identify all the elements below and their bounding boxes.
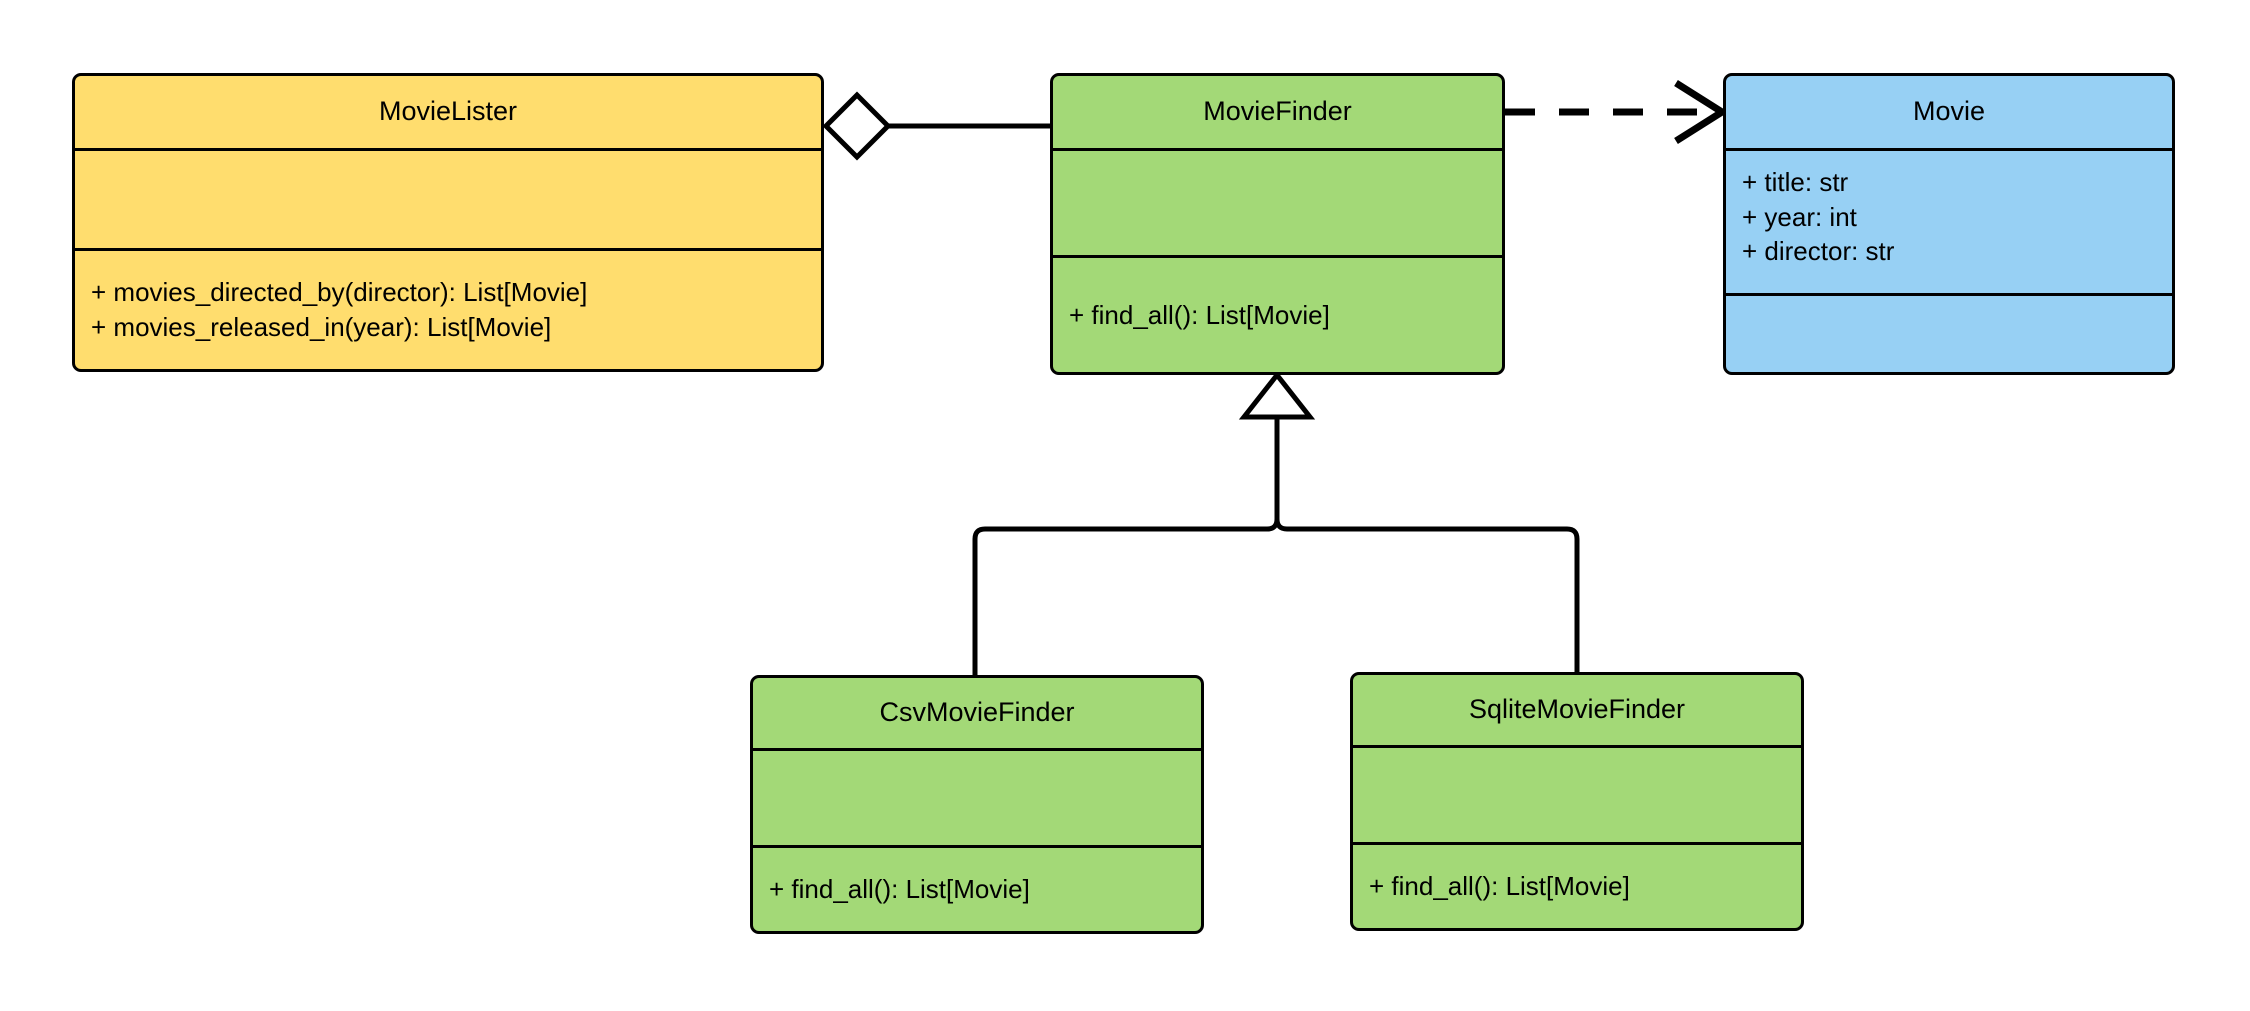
class-box-sqlite-movie-finder[interactable]: SqliteMovieFinder + find_all(): List[Mov…: [1350, 672, 1804, 931]
class-attributes-csv-movie-finder: [753, 748, 1201, 845]
class-methods-movie-finder: + find_all(): List[Movie]: [1053, 255, 1502, 372]
class-title-movie-lister: MovieLister: [378, 96, 518, 127]
class-methods-movie-lister: + movies_directed_by(director): List[Mov…: [75, 248, 821, 369]
class-methods-csv-movie-finder: + find_all(): List[Movie]: [753, 845, 1201, 931]
hollow-diamond-icon: [822, 91, 892, 161]
class-box-movie[interactable]: Movie + title: str + year: int + directo…: [1723, 73, 2175, 375]
class-member: + movies_directed_by(director): List[Mov…: [91, 277, 588, 308]
class-member: + year: int: [1742, 201, 1857, 232]
open-arrowhead-icon: [1674, 80, 1729, 144]
class-title-sqlite-movie-finder: SqliteMovieFinder: [1468, 694, 1686, 725]
class-title-movie: Movie: [1912, 96, 1986, 127]
generalization-branch-csv: [972, 415, 1280, 675]
class-member: + find_all(): List[Movie]: [1369, 871, 1630, 902]
class-box-movie-lister[interactable]: MovieLister + movies_directed_by(directo…: [72, 73, 824, 372]
class-attributes-movie: + title: str + year: int + director: str: [1726, 148, 2172, 293]
hollow-triangle-icon: [1238, 370, 1316, 420]
class-member: + title: str: [1742, 167, 1849, 197]
class-attributes-sqlite-movie-finder: [1353, 745, 1801, 842]
relationship-aggregation-lister-finder: [822, 91, 1050, 161]
class-attributes-movie-lister: [75, 148, 821, 248]
generalization-branch-sqlite: [1274, 415, 1580, 672]
relationship-dependency-finder-movie: [1505, 80, 1729, 144]
class-member: + director: str: [1742, 236, 1895, 267]
class-box-movie-finder[interactable]: MovieFinder + find_all(): List[Movie]: [1050, 73, 1505, 375]
class-methods-sqlite-movie-finder: + find_all(): List[Movie]: [1353, 842, 1801, 928]
class-box-csv-movie-finder[interactable]: CsvMovieFinder + find_all(): List[Movie]: [750, 675, 1204, 934]
class-title-movie-finder: MovieFinder: [1203, 96, 1352, 127]
class-title-csv-movie-finder: CsvMovieFinder: [879, 697, 1075, 728]
class-attributes-movie-finder: [1053, 148, 1502, 255]
class-member: + movies_released_in(year): List[Movie]: [91, 312, 552, 342]
class-methods-movie: [1726, 293, 2172, 372]
class-member: + find_all(): List[Movie]: [1069, 299, 1330, 330]
relationship-generalization-tree: [972, 370, 1580, 675]
class-member: + find_all(): List[Movie]: [769, 874, 1030, 905]
